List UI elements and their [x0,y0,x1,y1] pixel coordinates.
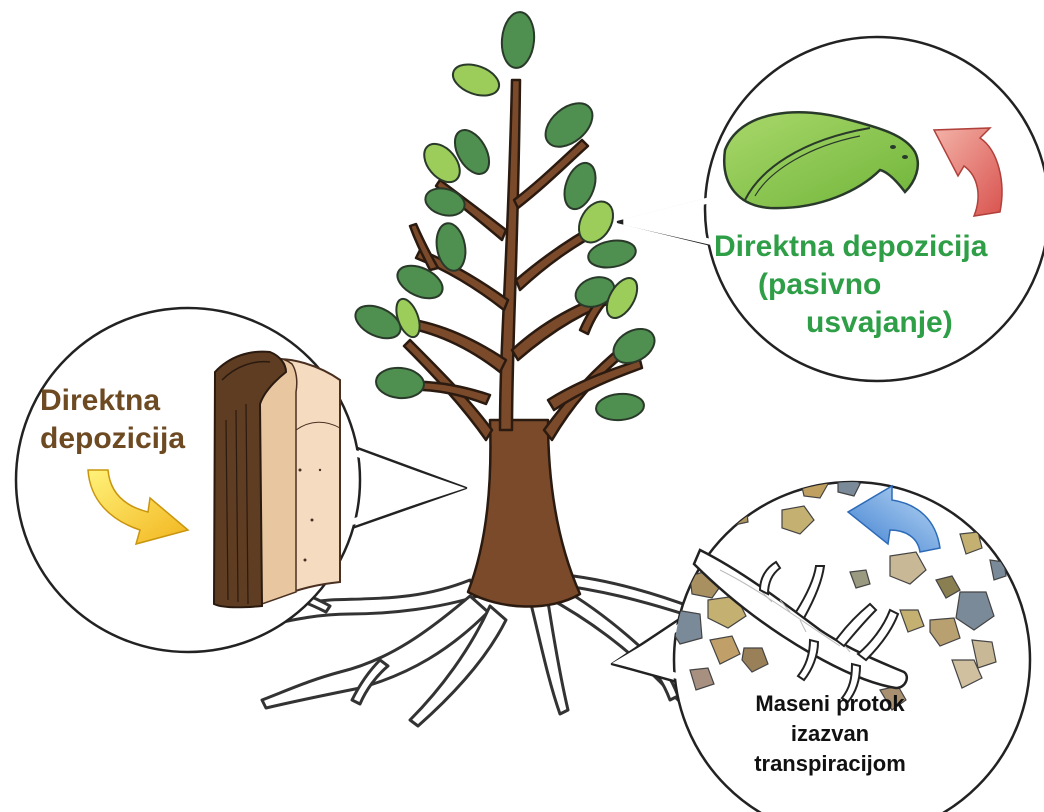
bark-label-line1: Direktna [40,382,160,420]
bark-label-line2: depozicija [40,420,185,458]
leaf-label-line3: usvajanje) [806,304,953,342]
root-label-line2: izazvan [740,720,920,748]
leaf-label-line1: Direktna depozicija [714,228,987,266]
root-label-line1: Maseni protok [740,690,920,718]
bark-crosssection [214,352,340,608]
leaf-label-line2: (pasivno [758,266,881,304]
root-label-line3: transpiracijom [740,750,920,778]
